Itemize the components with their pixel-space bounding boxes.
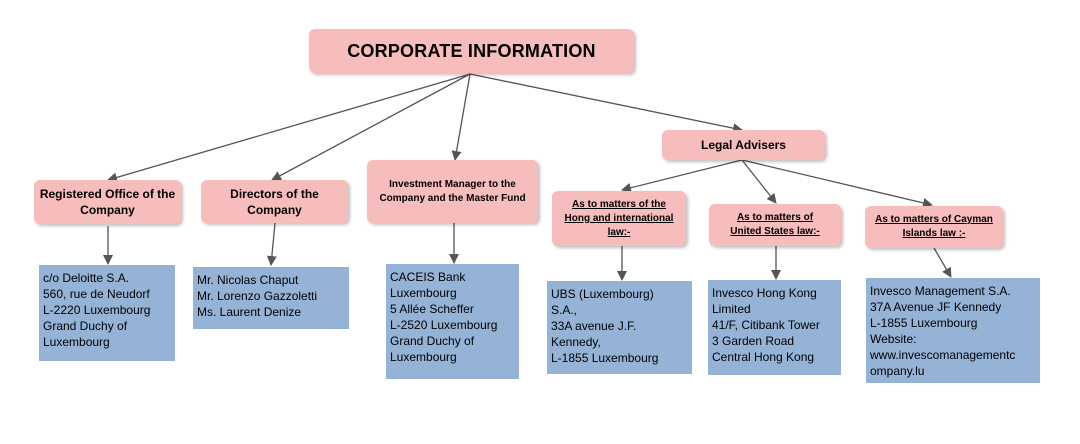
legal-advisers-heading: Legal Advisers [662, 130, 825, 160]
investment-manager-heading: Investment Manager to the Company and th… [367, 160, 538, 223]
connector-title-to-investment-manager [451, 73, 471, 161]
connector-cayman-to-body [933, 247, 952, 278]
connector-title-to-legal-advisers [469, 73, 743, 134]
hong-kong-law-details: UBS (Luxembourg) S.A., 33A avenue J.F. K… [547, 281, 692, 374]
connector-legal-to-cayman [741, 159, 933, 208]
registered-office-heading: Registered Office of the Company [34, 180, 181, 224]
directors-heading: Directors of the Company [201, 180, 348, 223]
chart-title: CORPORATE INFORMATION [309, 29, 634, 73]
connector-legal-to-hong-kong [621, 159, 743, 193]
registered-office-details: c/o Deloitte S.A. 560, rue de Neudorf L-… [39, 265, 175, 361]
cayman-law-details: Invesco Management S.A. 37A Avenue JF Ke… [866, 278, 1040, 383]
connector-legal-to-united-states [741, 159, 777, 204]
united-states-law-details: Invesco Hong Kong Limited 41/F, Citibank… [708, 280, 841, 375]
connector-title-to-directors [271, 73, 471, 181]
united-states-law-heading: As to matters of United States law:- [709, 204, 841, 246]
connector-directors-to-body [266, 222, 277, 266]
cayman-law-heading: As to matters of Cayman Islands law :- [865, 206, 1003, 248]
investment-manager-details: CACEIS Bank Luxembourg 5 Allée Scheffer … [386, 264, 519, 379]
directors-details: Mr. Nicolas Chaput Mr. Lorenzo Gazzolett… [193, 267, 349, 329]
connector-title-to-registered-office [107, 73, 471, 183]
hong-kong-law-heading: As to matters of the Hong and internatio… [552, 191, 686, 246]
